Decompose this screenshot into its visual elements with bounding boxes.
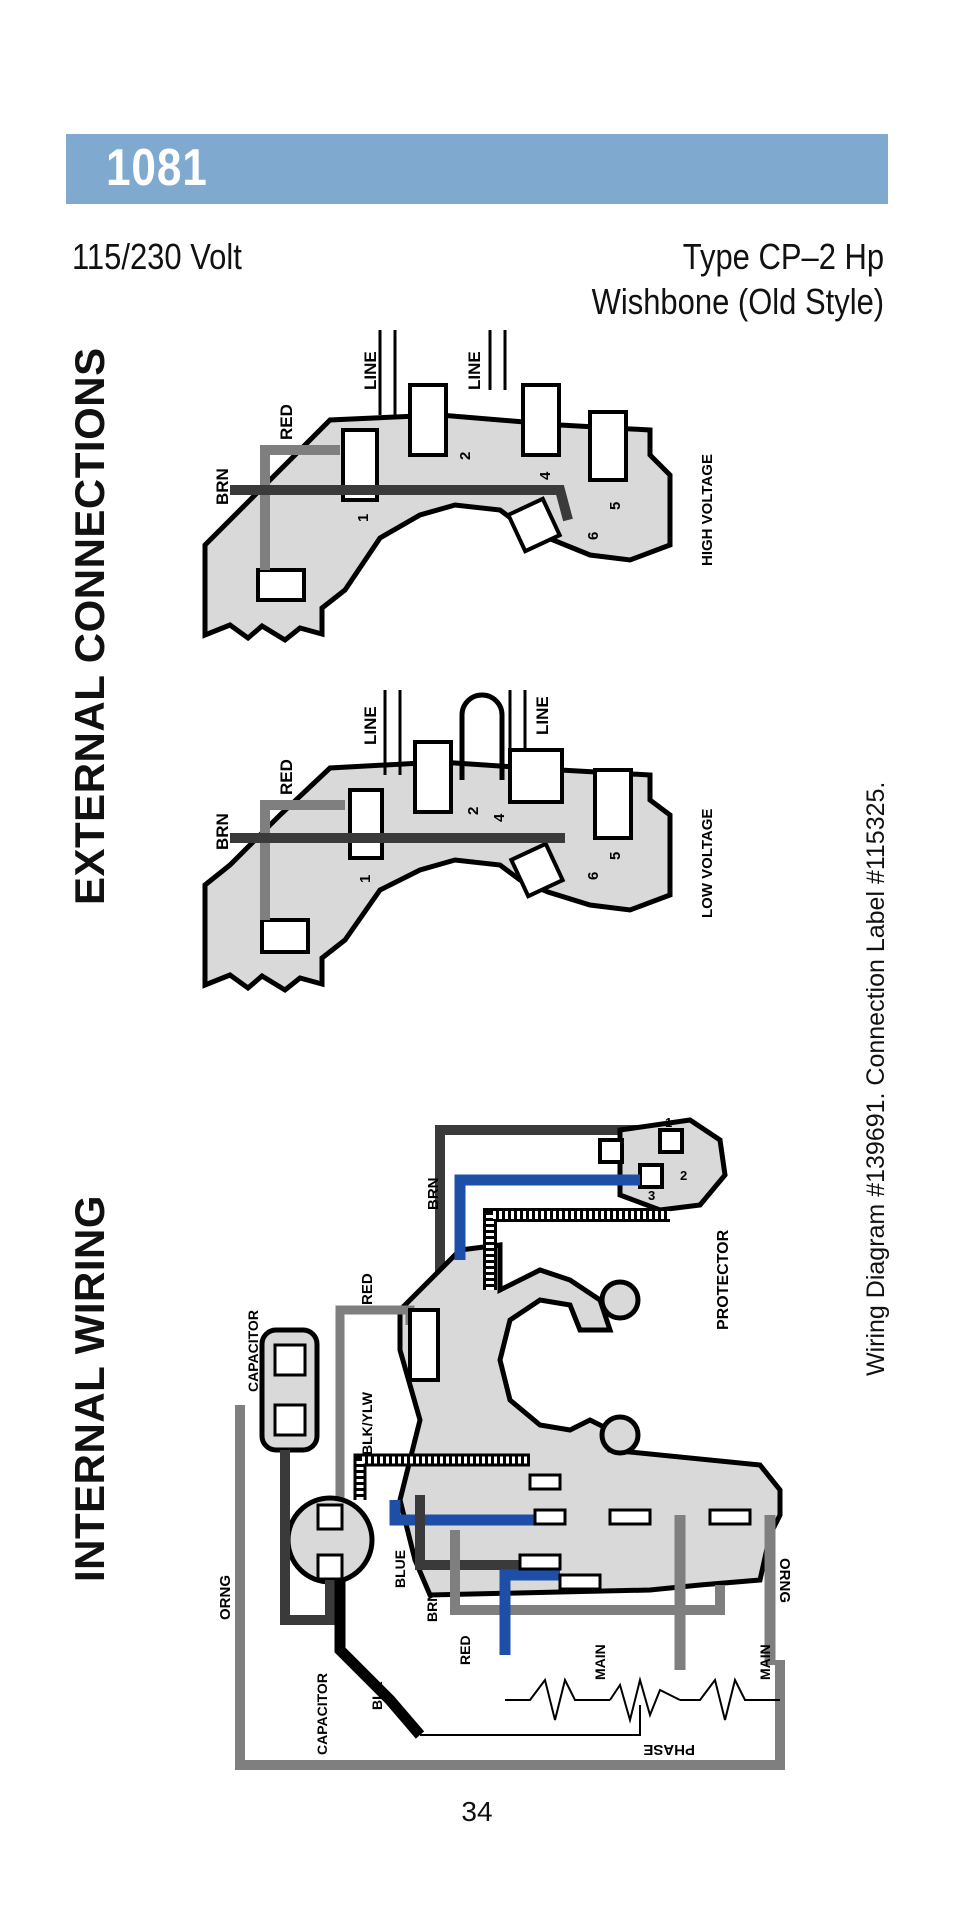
model-number: 1081 (106, 139, 208, 197)
blue-top-wire (454, 1174, 640, 1260)
brn-mid-label: BRN (424, 1592, 440, 1622)
orng-wire-loop (235, 1405, 785, 1770)
svg-text:1: 1 (357, 875, 374, 883)
blue-bottom-wire (499, 1569, 560, 1655)
voltage-label: 115/230 Volt (72, 236, 242, 277)
lv-lead-block (260, 918, 310, 954)
page-number: 34 (461, 1796, 493, 1827)
red-mid-wire (450, 1530, 725, 1615)
blue-mid-wire (389, 1500, 560, 1526)
hv-line-label-1: LINE (361, 351, 380, 390)
svg-text:2: 2 (457, 452, 474, 460)
red-top-label: RED (359, 1273, 376, 1305)
lv-jumper (459, 692, 505, 780)
hv-terminal-6 (505, 496, 563, 554)
protector-label: PROTECTOR (715, 1229, 732, 1330)
capacitor-bottom-label: CAPACITOR (314, 1673, 330, 1755)
main-right-label: MAIN (757, 1644, 773, 1680)
blk-label: BLK (369, 1681, 385, 1710)
high-voltage-board: BRN RED LINE LINE 1 2 4 5 6 HIGH VOLTAGE (202, 330, 716, 644)
svg-text:4: 4 (491, 813, 508, 822)
orng-left-label: ORNG (217, 1575, 234, 1620)
hv-red-wire (260, 445, 340, 570)
lv-terminal-5 (593, 768, 633, 840)
low-voltage-caption: LOW VOLTAGE (699, 809, 716, 918)
title-bar: 1081 (66, 134, 888, 204)
lv-terminal-2 (413, 740, 453, 814)
hv-terminal-5 (588, 410, 628, 482)
wishbone-stator (397, 1242, 783, 1598)
hv-brn-label: BRN (213, 468, 232, 505)
hv-terminal-4 (521, 383, 561, 457)
svg-text:1: 1 (665, 1115, 672, 1130)
svg-text:5: 5 (607, 852, 624, 860)
svg-text:2: 2 (680, 1168, 687, 1183)
orng-right-label: ORNG (776, 1558, 793, 1603)
phase-label: PHASE (643, 1741, 695, 1758)
blk-wire (334, 1580, 425, 1739)
lv-line-label-1: LINE (361, 706, 380, 745)
lv-terminal-6 (508, 841, 566, 899)
brn-top-wire (435, 1125, 640, 1290)
motor-type-label: Type CP–2 Hp (682, 236, 884, 277)
lv-brn-label: BRN (213, 813, 232, 850)
high-voltage-caption: HIGH VOLTAGE (699, 454, 716, 566)
protector: 1 2 3 (598, 1115, 728, 1213)
low-voltage-board: BRN RED LINE LINE 1 2 4 5 6 LOW VOLTAGE (202, 690, 716, 994)
brn-top-label: BRN (425, 1178, 442, 1211)
svg-text:6: 6 (585, 532, 602, 540)
main-left-label: MAIN (592, 1644, 608, 1680)
svg-text:3: 3 (648, 1188, 655, 1203)
svg-text:6: 6 (585, 872, 602, 880)
motor-style-label: Wishbone (Old Style) (591, 281, 884, 322)
capacitor-top-label: CAPACITOR (245, 1310, 261, 1392)
red-mid-label: RED (457, 1635, 473, 1665)
hv-line-label-2: LINE (465, 351, 484, 390)
brn-mid-wire (415, 1495, 560, 1570)
svg-text:5: 5 (607, 502, 624, 510)
blk-ylw-label: BLK/YLW (359, 1391, 375, 1455)
lv-terminal-4 (508, 748, 564, 804)
svg-text:1: 1 (355, 514, 372, 522)
lv-red-label: RED (277, 759, 296, 795)
hv-red-label: RED (277, 404, 296, 440)
internal-wiring-diagram: 1 2 3 (217, 1115, 793, 1770)
svg-text:4: 4 (537, 471, 554, 480)
svg-text:2: 2 (465, 807, 482, 815)
blue-label: BLUE (392, 1550, 408, 1588)
hv-lead-block (256, 568, 306, 602)
hv-terminal-2 (408, 383, 448, 457)
lv-red-wire (260, 800, 345, 920)
hv-brn-wire (230, 485, 573, 522)
lv-line-label-2: LINE (533, 696, 552, 735)
lv-terminal-1 (348, 788, 384, 860)
